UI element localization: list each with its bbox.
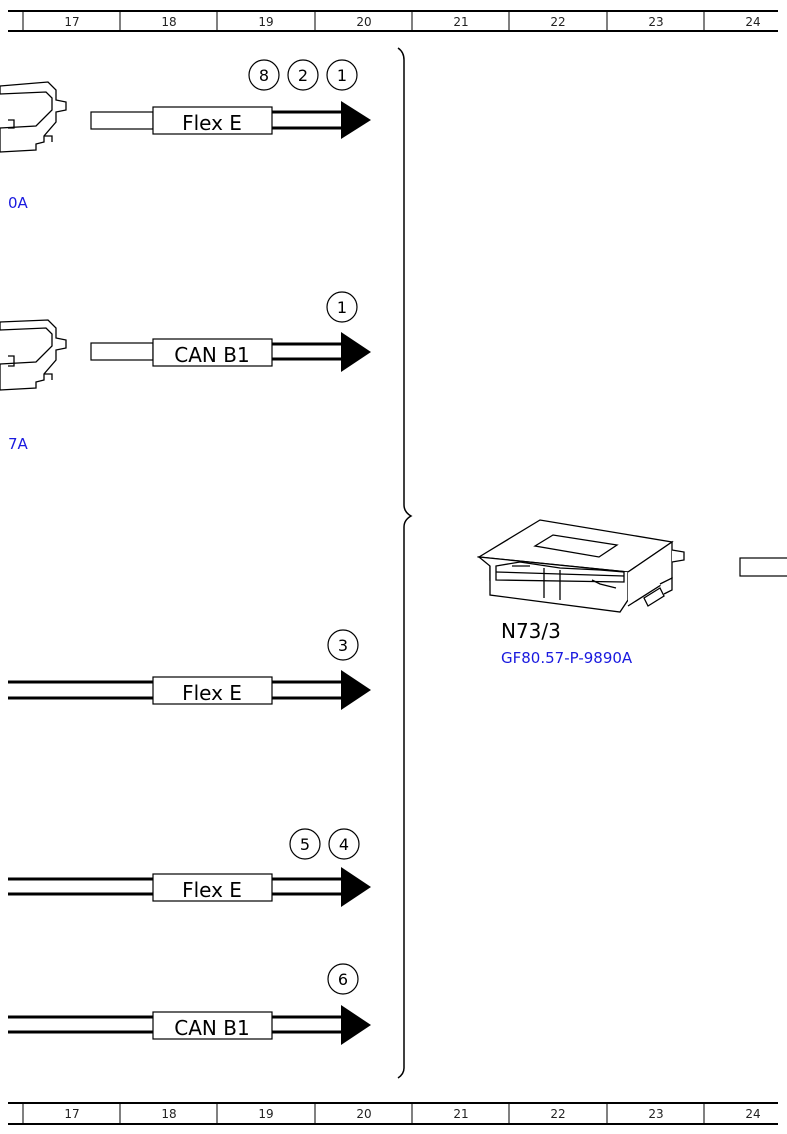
reference-marker[interactable]: 3 [327, 629, 359, 661]
bottom-ruler-ticks [22, 1103, 705, 1124]
grouping-brace [397, 47, 413, 1079]
reference-number: 3 [338, 636, 348, 655]
ruler-column-label: 20 [356, 15, 371, 29]
ruler-column-label: 18 [161, 15, 176, 29]
ruler-column-label: 18 [161, 1107, 176, 1121]
reference-number: 5 [300, 835, 310, 854]
reference-marker[interactable]: 1 [326, 59, 358, 91]
ruler-column-label: 19 [258, 15, 273, 29]
bus-label: Flex E [182, 111, 242, 135]
top-ruler: 17 18 19 20 21 22 23 24 [8, 10, 778, 32]
left-control-unit-middle[interactable] [0, 319, 67, 391]
connection-flex-e-2[interactable]: Flex E 3 [8, 629, 371, 710]
module-name: N73/3 [501, 619, 561, 643]
reference-marker[interactable]: 8 [248, 59, 280, 91]
left-component-doc-link[interactable]: 7A [8, 435, 29, 453]
reference-marker[interactable]: 6 [327, 963, 359, 995]
module-doc-link[interactable]: GF80.57-P-9890A [501, 649, 633, 667]
reference-number: 2 [298, 66, 308, 85]
ruler-column-label: 22 [550, 15, 565, 29]
bus-label: CAN B1 [174, 343, 249, 367]
right-wire-stub[interactable] [739, 557, 787, 577]
ruler-column-label: 21 [453, 1107, 468, 1121]
ruler-column-label: 17 [64, 1107, 79, 1121]
ruler-column-label: 21 [453, 15, 468, 29]
bus-label: Flex E [182, 681, 242, 705]
reference-number: 4 [339, 835, 349, 854]
ruler-column-label: 20 [356, 1107, 371, 1121]
ruler-column-label: 24 [745, 1107, 760, 1121]
connection-can-b1-2[interactable]: CAN B1 6 [8, 963, 371, 1045]
reference-marker[interactable]: 2 [287, 59, 319, 91]
reference-marker[interactable]: 5 [289, 828, 321, 860]
ruler-column-label: 17 [64, 15, 79, 29]
left-control-unit-top[interactable] [0, 81, 67, 153]
reference-number: 6 [338, 970, 348, 989]
reference-number: 1 [337, 298, 347, 317]
reference-marker[interactable]: 4 [328, 828, 360, 860]
ruler-column-label: 22 [550, 1107, 565, 1121]
reference-marker[interactable]: 1 [326, 291, 358, 323]
ruler-column-label: 23 [648, 1107, 663, 1121]
bus-label: CAN B1 [174, 1016, 249, 1040]
reference-number: 1 [337, 66, 347, 85]
bottom-ruler: 17 18 19 20 21 22 23 24 [8, 1102, 778, 1125]
connection-can-b1-1[interactable]: CAN B1 1 [90, 291, 371, 372]
connection-flex-e-1[interactable]: Flex E 8 2 1 [90, 59, 371, 139]
ruler-column-label: 19 [258, 1107, 273, 1121]
top-ruler-ticks [22, 11, 705, 31]
n73-3-control-module[interactable] [476, 519, 685, 613]
bus-label: Flex E [182, 878, 242, 902]
ruler-column-label: 23 [648, 15, 663, 29]
ruler-column-label: 24 [745, 15, 760, 29]
left-component-doc-link[interactable]: 0A [8, 194, 29, 212]
connection-flex-e-3[interactable]: Flex E 5 4 [8, 828, 371, 907]
reference-number: 8 [259, 66, 269, 85]
